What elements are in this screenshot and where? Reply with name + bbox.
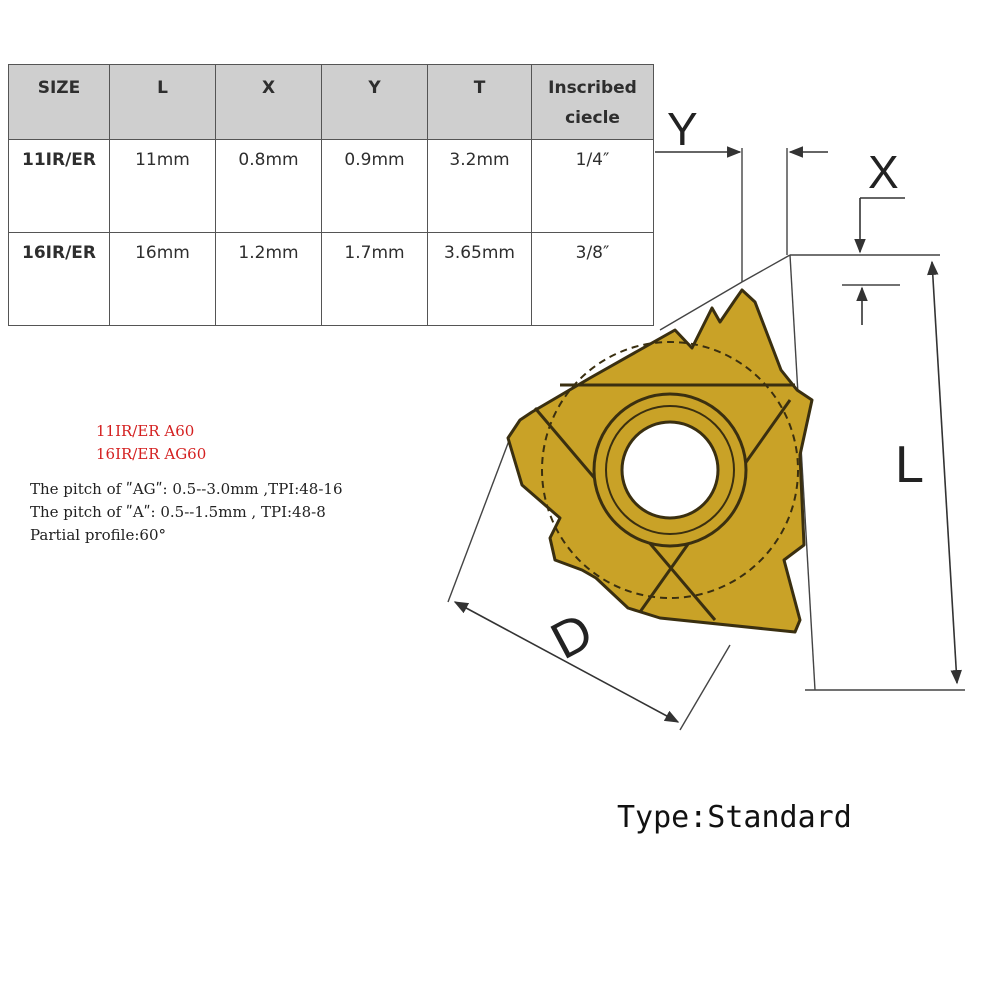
header-size: SIZE xyxy=(8,64,110,140)
partial-profile-text: Partial profile:60° xyxy=(30,526,166,544)
pitch-ag-text: The pitch of ʺAGʺ: 0.5--3.0mm ,TPI:48-16 xyxy=(30,480,343,498)
table-header-row: SIZE L X Y T Inscribed ciecle xyxy=(8,64,654,140)
inscribed-circle xyxy=(541,341,799,599)
dim-label-l: L xyxy=(895,436,924,494)
spec-table: SIZE L X Y T Inscribed ciecle 11IR/ER 11… xyxy=(8,64,654,326)
type-label: Type:Standard xyxy=(617,800,852,835)
table-cell-inscribed: 1/4″ xyxy=(531,139,654,233)
insert-hole-inner-ring xyxy=(605,405,735,535)
dim-label-y: Y xyxy=(667,103,698,155)
table-cell-y: 1.7mm xyxy=(321,232,428,326)
spec-notes: 11IR/ER A60 16IR/ER AG60 The pitch of ʺA… xyxy=(30,420,343,547)
table-cell-x: 1.2mm xyxy=(215,232,322,326)
table-cell-size: 11IR/ER xyxy=(8,139,110,233)
header-t: T xyxy=(427,64,532,140)
header-inscribed-circle: Inscribed ciecle xyxy=(531,64,654,140)
table-cell-size: 16IR/ER xyxy=(8,232,110,326)
header-inscribed-line1: Inscribed xyxy=(548,78,637,98)
table-cell-y: 0.9mm xyxy=(321,139,428,233)
table-cell-x: 0.8mm xyxy=(215,139,322,233)
model-a60-label: 11IR/ER A60 xyxy=(96,422,195,440)
insert-hole xyxy=(620,420,720,520)
table-row: 16IR/ER 16mm 1.2mm 1.7mm 3.65mm 3/8″ xyxy=(8,232,654,326)
dimension-lines xyxy=(447,148,965,731)
header-y: Y xyxy=(321,64,428,140)
dim-label-d: D xyxy=(542,602,602,671)
table-cell-t: 3.65mm xyxy=(427,232,532,326)
header-inscribed-line2: ciecle xyxy=(565,108,620,128)
table-cell-inscribed: 3/8″ xyxy=(531,232,654,326)
table-cell-l: 16mm xyxy=(109,232,216,326)
table-cell-l: 11mm xyxy=(109,139,216,233)
table-cell-t: 3.2mm xyxy=(427,139,532,233)
dim-label-x: X xyxy=(868,146,899,198)
table-row: 11IR/ER 11mm 0.8mm 0.9mm 3.2mm 1/4″ xyxy=(8,139,654,233)
header-x: X xyxy=(215,64,322,140)
dimension-arrows xyxy=(453,146,962,723)
model-ag60-label: 16IR/ER AG60 xyxy=(96,445,207,463)
pitch-a-text: The pitch of ʺAʺ: 0.5--1.5mm , TPI:48-8 xyxy=(30,503,326,521)
